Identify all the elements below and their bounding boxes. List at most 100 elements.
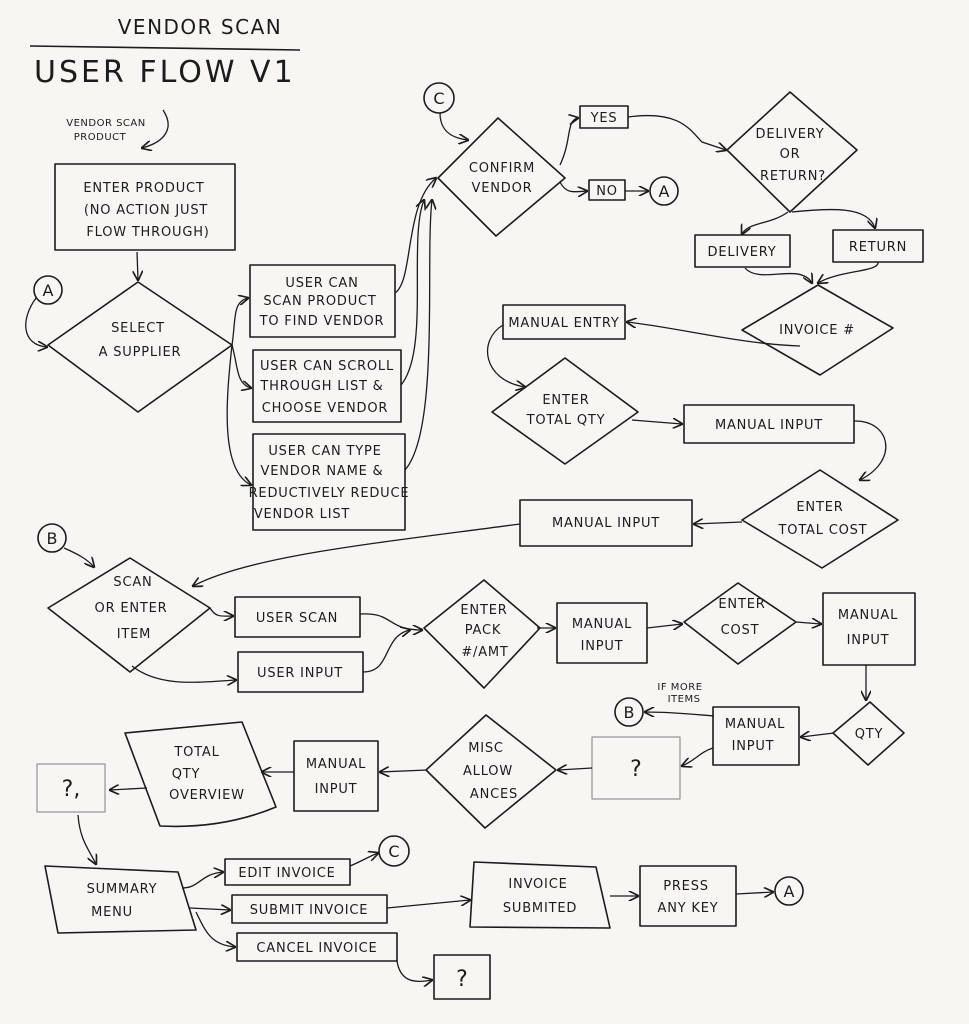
submit-invoice-node: SUBMIT INVOICE	[231, 894, 388, 924]
misc-allowances-diamond	[425, 714, 557, 829]
enter-product-node: ENTER PRODUCT (NO ACTION JUST FLOW THROU…	[54, 163, 236, 251]
user-scan-box	[234, 596, 361, 638]
cancel-invoice-box	[236, 932, 398, 962]
vendor-scan-product-label: VENDOR SCAN PRODUCT	[66, 118, 145, 143]
no-label: NO	[596, 184, 618, 199]
question-1-node: ?	[591, 736, 681, 800]
invoice-submitted-shape	[469, 861, 611, 929]
cancel-invoice-node: CANCEL INVOICE	[236, 932, 398, 962]
scroll-list-line-3: CHOOSE VENDOR	[262, 401, 388, 416]
edge-scroll-to-confirm	[400, 200, 424, 386]
enter-product-box	[54, 163, 236, 251]
edge-manual-input-5-to-question	[682, 747, 714, 766]
if-more-items-line-2: ITEMS	[668, 694, 701, 705]
manual-input-4-box	[822, 592, 916, 666]
press-any-key-line-2: ANY KEY	[658, 901, 719, 916]
title-underline	[29, 45, 301, 51]
scroll-list-node: USER CAN SCROLL THROUGH LIST & CHOOSE VE…	[252, 349, 402, 423]
connector-a-no-label: A	[659, 182, 670, 201]
page-title: USER FLOW V1	[34, 55, 296, 90]
vendor-scan-product-line-2: PRODUCT	[74, 132, 127, 143]
edge-dor-to-delivery	[742, 211, 789, 234]
connector-a-no: A	[649, 176, 679, 206]
scan-to-find-line-1: USER CAN	[285, 276, 358, 291]
question-3-node: ?	[433, 954, 491, 1000]
total-qty-overview-node: TOTAL QTY OVERVIEW	[124, 721, 277, 828]
manual-input-4-line-2: INPUT	[847, 633, 890, 648]
manual-input-2-node: MANUAL INPUT	[519, 499, 693, 547]
connector-b-loop: B	[614, 697, 644, 727]
user-scan-label: USER SCAN	[256, 611, 338, 626]
invoice-submitted-line-2: SUBMITED	[503, 901, 577, 916]
select-supplier-line-1: SELECT	[111, 321, 165, 336]
question-3-label: ?	[456, 967, 468, 992]
enter-total-qty-diamond	[491, 357, 639, 465]
if-more-items-label: IF MORE ITEMS	[657, 682, 702, 705]
cancel-invoice-label: CANCEL INVOICE	[256, 941, 377, 956]
return-node: RETURN	[832, 229, 924, 263]
manual-input-3-line-1: MANUAL	[572, 617, 632, 632]
enter-total-cost-line-2: TOTAL COST	[778, 523, 868, 538]
edge-scan-to-confirm	[394, 178, 436, 294]
qty-diamond	[832, 701, 905, 766]
manual-input-5-box	[712, 706, 800, 766]
select-supplier-diamond	[47, 281, 233, 413]
edge-manual-input-3-to-cost	[646, 624, 682, 628]
manual-input-1-node: MANUAL INPUT	[683, 404, 855, 444]
press-any-key-node: PRESS ANY KEY	[639, 865, 737, 927]
edge-enter-product-to-select	[137, 251, 138, 280]
edge-user-scan-to-pack	[359, 613, 422, 630]
manual-input-6-box	[293, 740, 379, 812]
manual-input-3-box	[556, 602, 648, 664]
enter-product-line-2: (NO ACTION JUST	[84, 203, 208, 218]
manual-input-2-label: MANUAL INPUT	[552, 516, 660, 531]
yes-node: YES	[579, 105, 629, 129]
delivery-or-return-line-1: DELIVERY	[756, 127, 825, 142]
edge-summary-to-submit	[189, 908, 230, 910]
edit-invoice-box	[224, 858, 351, 886]
misc-allowances-line-3: ANCES	[470, 787, 518, 802]
enter-pack-line-3: #/AMT	[461, 645, 508, 660]
scroll-list-line-1: USER CAN SCROLL	[260, 359, 394, 374]
press-any-key-line-1: PRESS	[663, 879, 709, 894]
edge-cost-to-manual-input-4	[795, 622, 821, 624]
scan-or-enter-node: SCAN OR ENTER ITEM	[47, 557, 211, 673]
manual-input-2-box	[519, 499, 693, 547]
qty-node: QTY	[832, 701, 905, 766]
enter-pack-node: ENTER PACK #/AMT	[423, 579, 541, 689]
type-name-node: USER CAN TYPE VENDOR NAME & REDUCTIVELY …	[249, 433, 410, 531]
vendor-scan-curve-arrow	[142, 109, 169, 148]
edge-scan-or-enter-to-user-scan	[209, 607, 233, 616]
no-box	[588, 179, 626, 201]
edge-manual-input-1-to-cost	[853, 420, 887, 480]
no-node: NO	[588, 179, 626, 201]
connector-c-edit-label: C	[388, 842, 399, 861]
edge-summary-to-edit	[181, 872, 223, 889]
edge-qty-to-manual-input-5	[801, 733, 835, 737]
scan-or-enter-line-2: OR ENTER	[95, 601, 168, 616]
type-name-line-3: REDUCTIVELY REDUCE	[249, 486, 410, 501]
enter-product-line-3: FLOW THROUGH)	[86, 225, 209, 240]
invoice-num-label: INVOICE #	[779, 323, 855, 338]
scan-or-enter-line-3: ITEM	[117, 627, 151, 642]
enter-total-cost-diamond	[741, 469, 899, 569]
enter-pack-line-2: PACK	[465, 623, 501, 638]
connector-c-top: C	[423, 82, 455, 114]
enter-total-qty-line-1: ENTER	[542, 393, 589, 408]
enter-cost-diamond	[683, 582, 797, 665]
invoice-num-node: INVOICE #	[741, 284, 894, 376]
delivery-or-return-line-2: OR	[780, 147, 801, 162]
delivery-label: DELIVERY	[708, 245, 777, 260]
press-any-key-box	[639, 865, 737, 927]
connector-c-top-label: C	[433, 89, 444, 108]
edge-press-to-a	[735, 892, 773, 894]
edge-yes-to-delivery-or-return	[627, 115, 726, 150]
connector-c-top-circle	[423, 82, 455, 114]
edge-question-2-to-summary	[77, 814, 96, 864]
edges	[25, 112, 887, 981]
manual-input-1-label: MANUAL INPUT	[715, 418, 823, 433]
confirm-vendor-diamond	[437, 117, 566, 237]
select-supplier-line-2: A SUPPLIER	[99, 345, 182, 360]
scan-or-enter-line-1: SCAN	[113, 575, 152, 590]
